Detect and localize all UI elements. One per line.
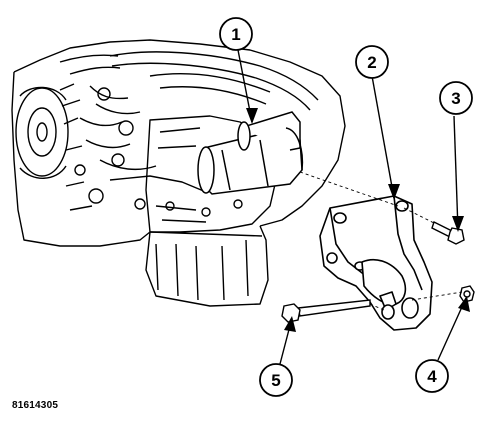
callout-1-label: 1 — [231, 25, 240, 44]
callout-3: 3 — [439, 81, 473, 115]
callout-5-label: 5 — [271, 371, 280, 390]
callout-2: 2 — [355, 45, 389, 79]
starter-mounting-bracket — [319, 195, 433, 331]
callout-2-label: 2 — [367, 53, 376, 72]
engine-block — [11, 39, 346, 307]
bolt-upper — [431, 221, 465, 245]
starter-motor — [197, 111, 304, 195]
callout-5: 5 — [259, 363, 293, 397]
callout-4: 4 — [415, 359, 449, 393]
callout-3-label: 3 — [451, 89, 460, 108]
alignment-lines — [299, 171, 463, 311]
callout-1: 1 — [219, 17, 253, 51]
bolt-long-lower — [281, 299, 371, 323]
figure-reference-number: 81614305 — [12, 400, 59, 411]
leader-arrowheads — [246, 108, 470, 332]
callout-4-label: 4 — [427, 367, 437, 386]
